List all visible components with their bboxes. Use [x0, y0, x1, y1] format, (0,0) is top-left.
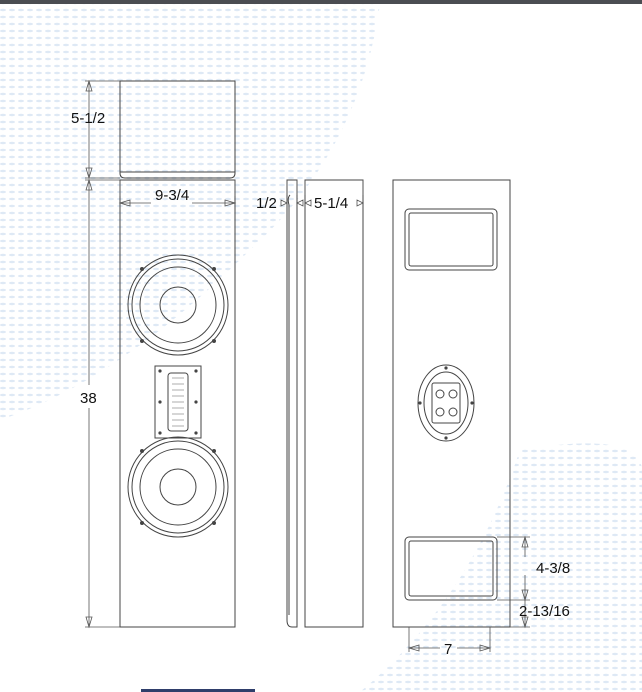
bottom-bar	[141, 689, 255, 692]
port-offset-label: 2-13/16	[519, 603, 570, 620]
terminal-cup	[417, 364, 475, 442]
front-view	[85, 178, 237, 629]
front-width-label: 9-3/4	[155, 187, 189, 204]
height-label: 38	[80, 390, 97, 407]
port-width-label: 7	[444, 641, 452, 658]
top-port	[404, 208, 498, 271]
bottom-port	[404, 536, 498, 601]
woofer-top	[127, 254, 229, 356]
tweeter	[154, 365, 202, 439]
top-bar	[0, 0, 642, 4]
side-view	[280, 179, 364, 628]
top-depth-label: 5-1/2	[71, 110, 105, 127]
port-height-label: 4-3/8	[536, 560, 570, 577]
baffle-thickness-label: 1/2	[256, 195, 277, 212]
rear-view	[392, 179, 530, 652]
top-view	[85, 79, 236, 180]
background-pattern	[0, 4, 642, 692]
box-depth-label: 5-1/4	[314, 195, 348, 212]
woofer-bottom	[127, 436, 229, 538]
